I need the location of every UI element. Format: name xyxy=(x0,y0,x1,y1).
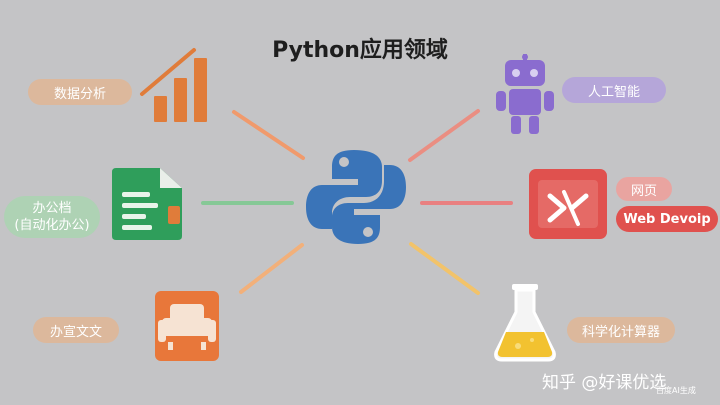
flask-icon xyxy=(494,284,556,362)
connector-science xyxy=(409,242,480,295)
bar-chart-icon xyxy=(140,48,207,122)
label-science: 科学化计算器 xyxy=(567,317,675,343)
python-logo-icon xyxy=(306,150,406,244)
document-icon xyxy=(112,168,182,240)
label-office-automation: 办公档 (自动化办公) xyxy=(4,196,100,238)
label-data-analysis: 数据分析 xyxy=(28,79,132,105)
label-office-line2: (自动化办公) xyxy=(14,218,90,233)
label-web-cn: 网页 xyxy=(616,177,672,201)
label-web-en: Web Devoip xyxy=(616,206,718,232)
connector-data-analysis xyxy=(232,110,305,160)
watermark-note: 百度AI生成 xyxy=(656,386,696,395)
label-office-line1: 办公档 xyxy=(32,201,72,216)
connector-documents xyxy=(239,243,304,294)
connector-ai xyxy=(408,109,480,162)
web-code-icon xyxy=(529,169,607,239)
label-ai: 人工智能 xyxy=(562,77,666,103)
robot-icon xyxy=(496,54,554,134)
page-title: Python应用领域 xyxy=(272,38,448,63)
watermark-text: 知乎 @好课优选 xyxy=(542,373,667,393)
label-documents: 办宣文文 xyxy=(33,317,119,343)
sofa-icon xyxy=(155,291,219,361)
